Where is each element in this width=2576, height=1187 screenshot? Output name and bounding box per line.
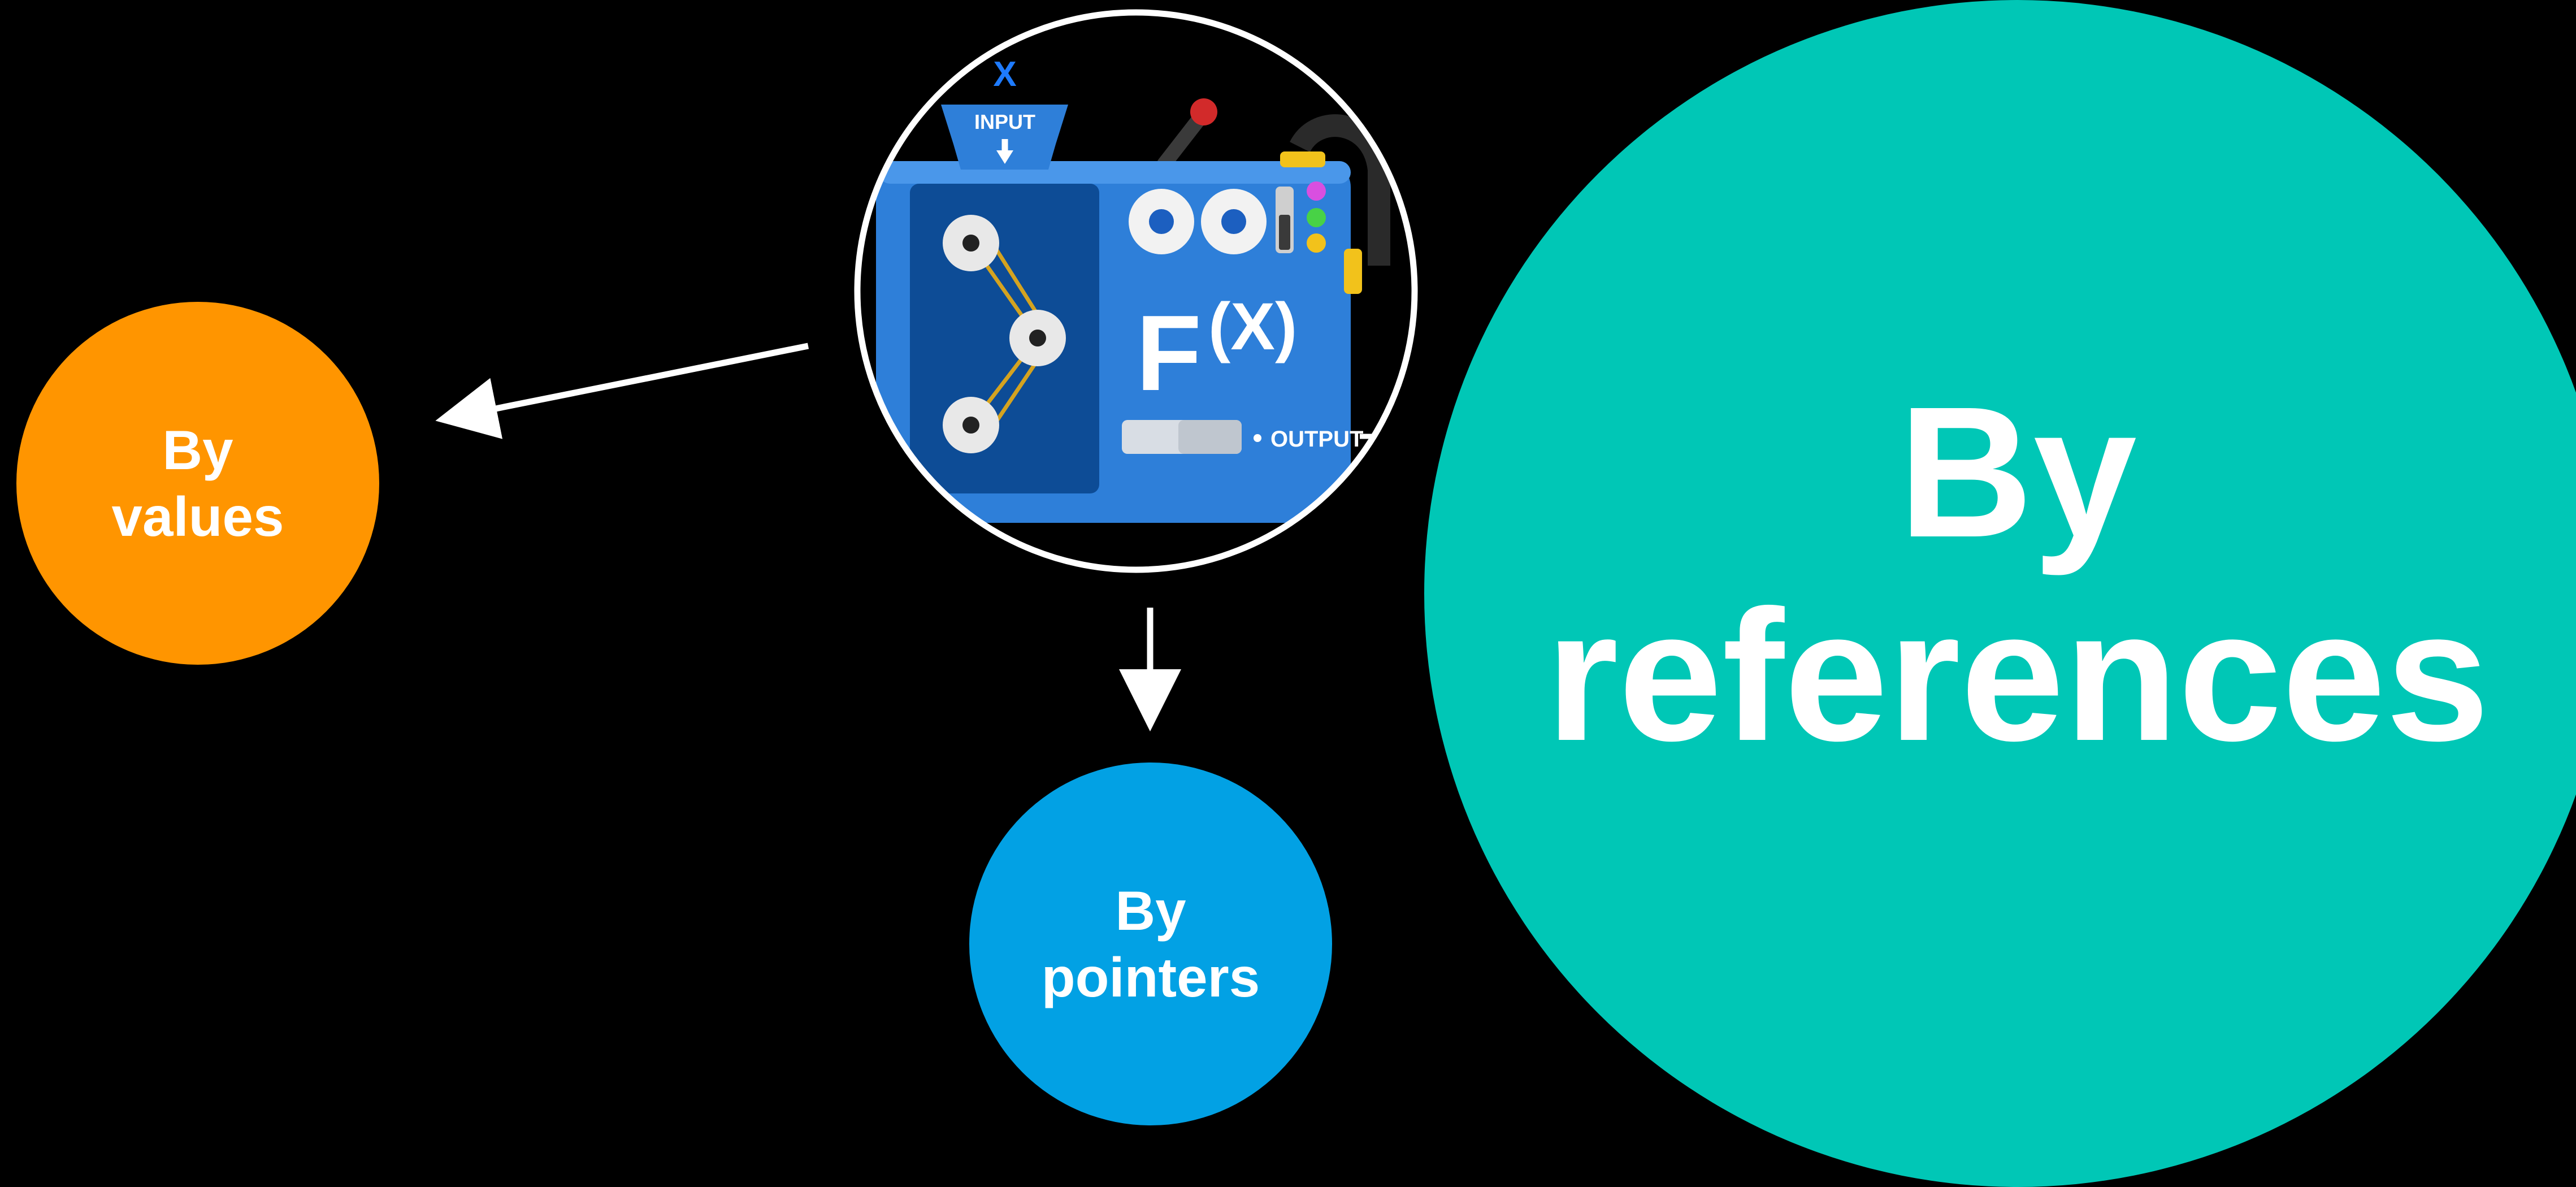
function-arg: (X) <box>1208 289 1297 364</box>
magnifier-frame <box>854 9 1418 573</box>
by-references-bubble: By references <box>1424 0 2576 1187</box>
by-values-bubble: By values <box>16 302 379 665</box>
function-label: F <box>1136 293 1202 413</box>
by-pointers-label: By pointers <box>1041 880 1260 1008</box>
indicator-light-icon <box>1307 208 1326 227</box>
indicator-light-icon <box>1307 181 1326 201</box>
lever-knob-icon <box>1190 98 1217 125</box>
input-hopper <box>941 105 1068 170</box>
pulley-panel <box>910 184 1099 493</box>
input-variable: X <box>993 55 1016 94</box>
by-values-label: By values <box>111 419 284 548</box>
output-label: OUTPUT <box>1270 427 1363 452</box>
indicator-light-icon <box>1307 233 1326 253</box>
by-pointers-bubble: By pointers <box>969 763 1332 1125</box>
arrow-to-values <box>435 343 809 439</box>
input-arrow-icon <box>996 150 1013 164</box>
input-label: INPUT <box>974 110 1035 133</box>
by-references-label: By references <box>1546 367 2490 779</box>
